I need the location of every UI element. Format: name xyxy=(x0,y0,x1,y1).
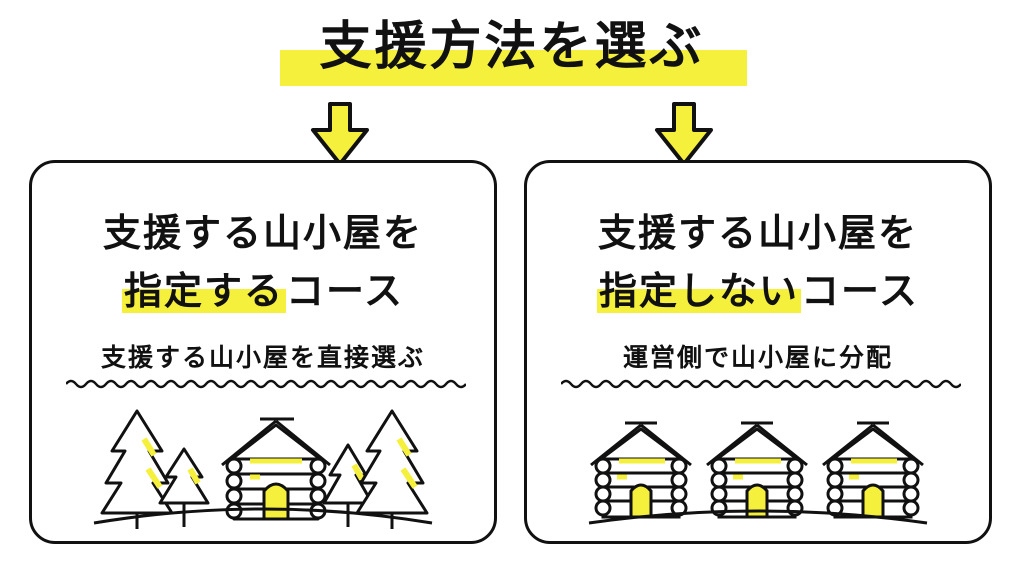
arrow-down-right-icon xyxy=(655,102,713,166)
tree-icon xyxy=(322,443,374,527)
title-highlight xyxy=(280,50,747,86)
card-heading-rest: コース xyxy=(800,269,920,313)
log-cabin-icon xyxy=(707,423,807,517)
wavy-underline-icon xyxy=(561,379,961,389)
tree-icon xyxy=(100,409,174,529)
card-heading-line1: 支援する山小屋を xyxy=(102,211,423,255)
trees-and-cabin-illustration xyxy=(93,409,433,529)
tree-icon xyxy=(158,447,210,527)
course-card-undesignated[interactable]: 支援する山小屋を 指定しないコース 運営側で山小屋に分配 xyxy=(524,160,992,544)
ground-line xyxy=(588,509,928,525)
course-card-designate[interactable]: 支援する山小屋を 指定するコース 支援する山小屋を直接選ぶ xyxy=(29,160,497,544)
tree-icon xyxy=(355,409,429,529)
arrow-down-left-icon xyxy=(311,102,369,166)
card-subtitle: 支援する山小屋を直接選ぶ xyxy=(100,343,425,372)
card-heading-highlight: 指定する xyxy=(121,269,286,313)
card-heading-line2: 指定するコース xyxy=(32,263,494,319)
card-heading-highlight: 指定しない xyxy=(596,269,801,313)
wavy-underline-icon xyxy=(66,379,466,389)
three-cabins-illustration xyxy=(527,399,928,525)
ground-line xyxy=(93,507,433,525)
log-cabin-icon xyxy=(823,423,923,517)
log-cabin-icon xyxy=(221,417,331,521)
card-subtitle: 運営側で山小屋に分配 xyxy=(622,343,893,372)
header: 支援方法を選ぶ xyxy=(0,0,1024,100)
log-cabin-icon xyxy=(591,423,691,517)
card-heading-line2: 指定しないコース xyxy=(527,263,989,319)
card-heading-line1: 支援する山小屋を xyxy=(597,211,918,255)
page-title: 支援方法を選ぶ xyxy=(319,17,705,77)
card-heading-rest: コース xyxy=(285,269,405,313)
